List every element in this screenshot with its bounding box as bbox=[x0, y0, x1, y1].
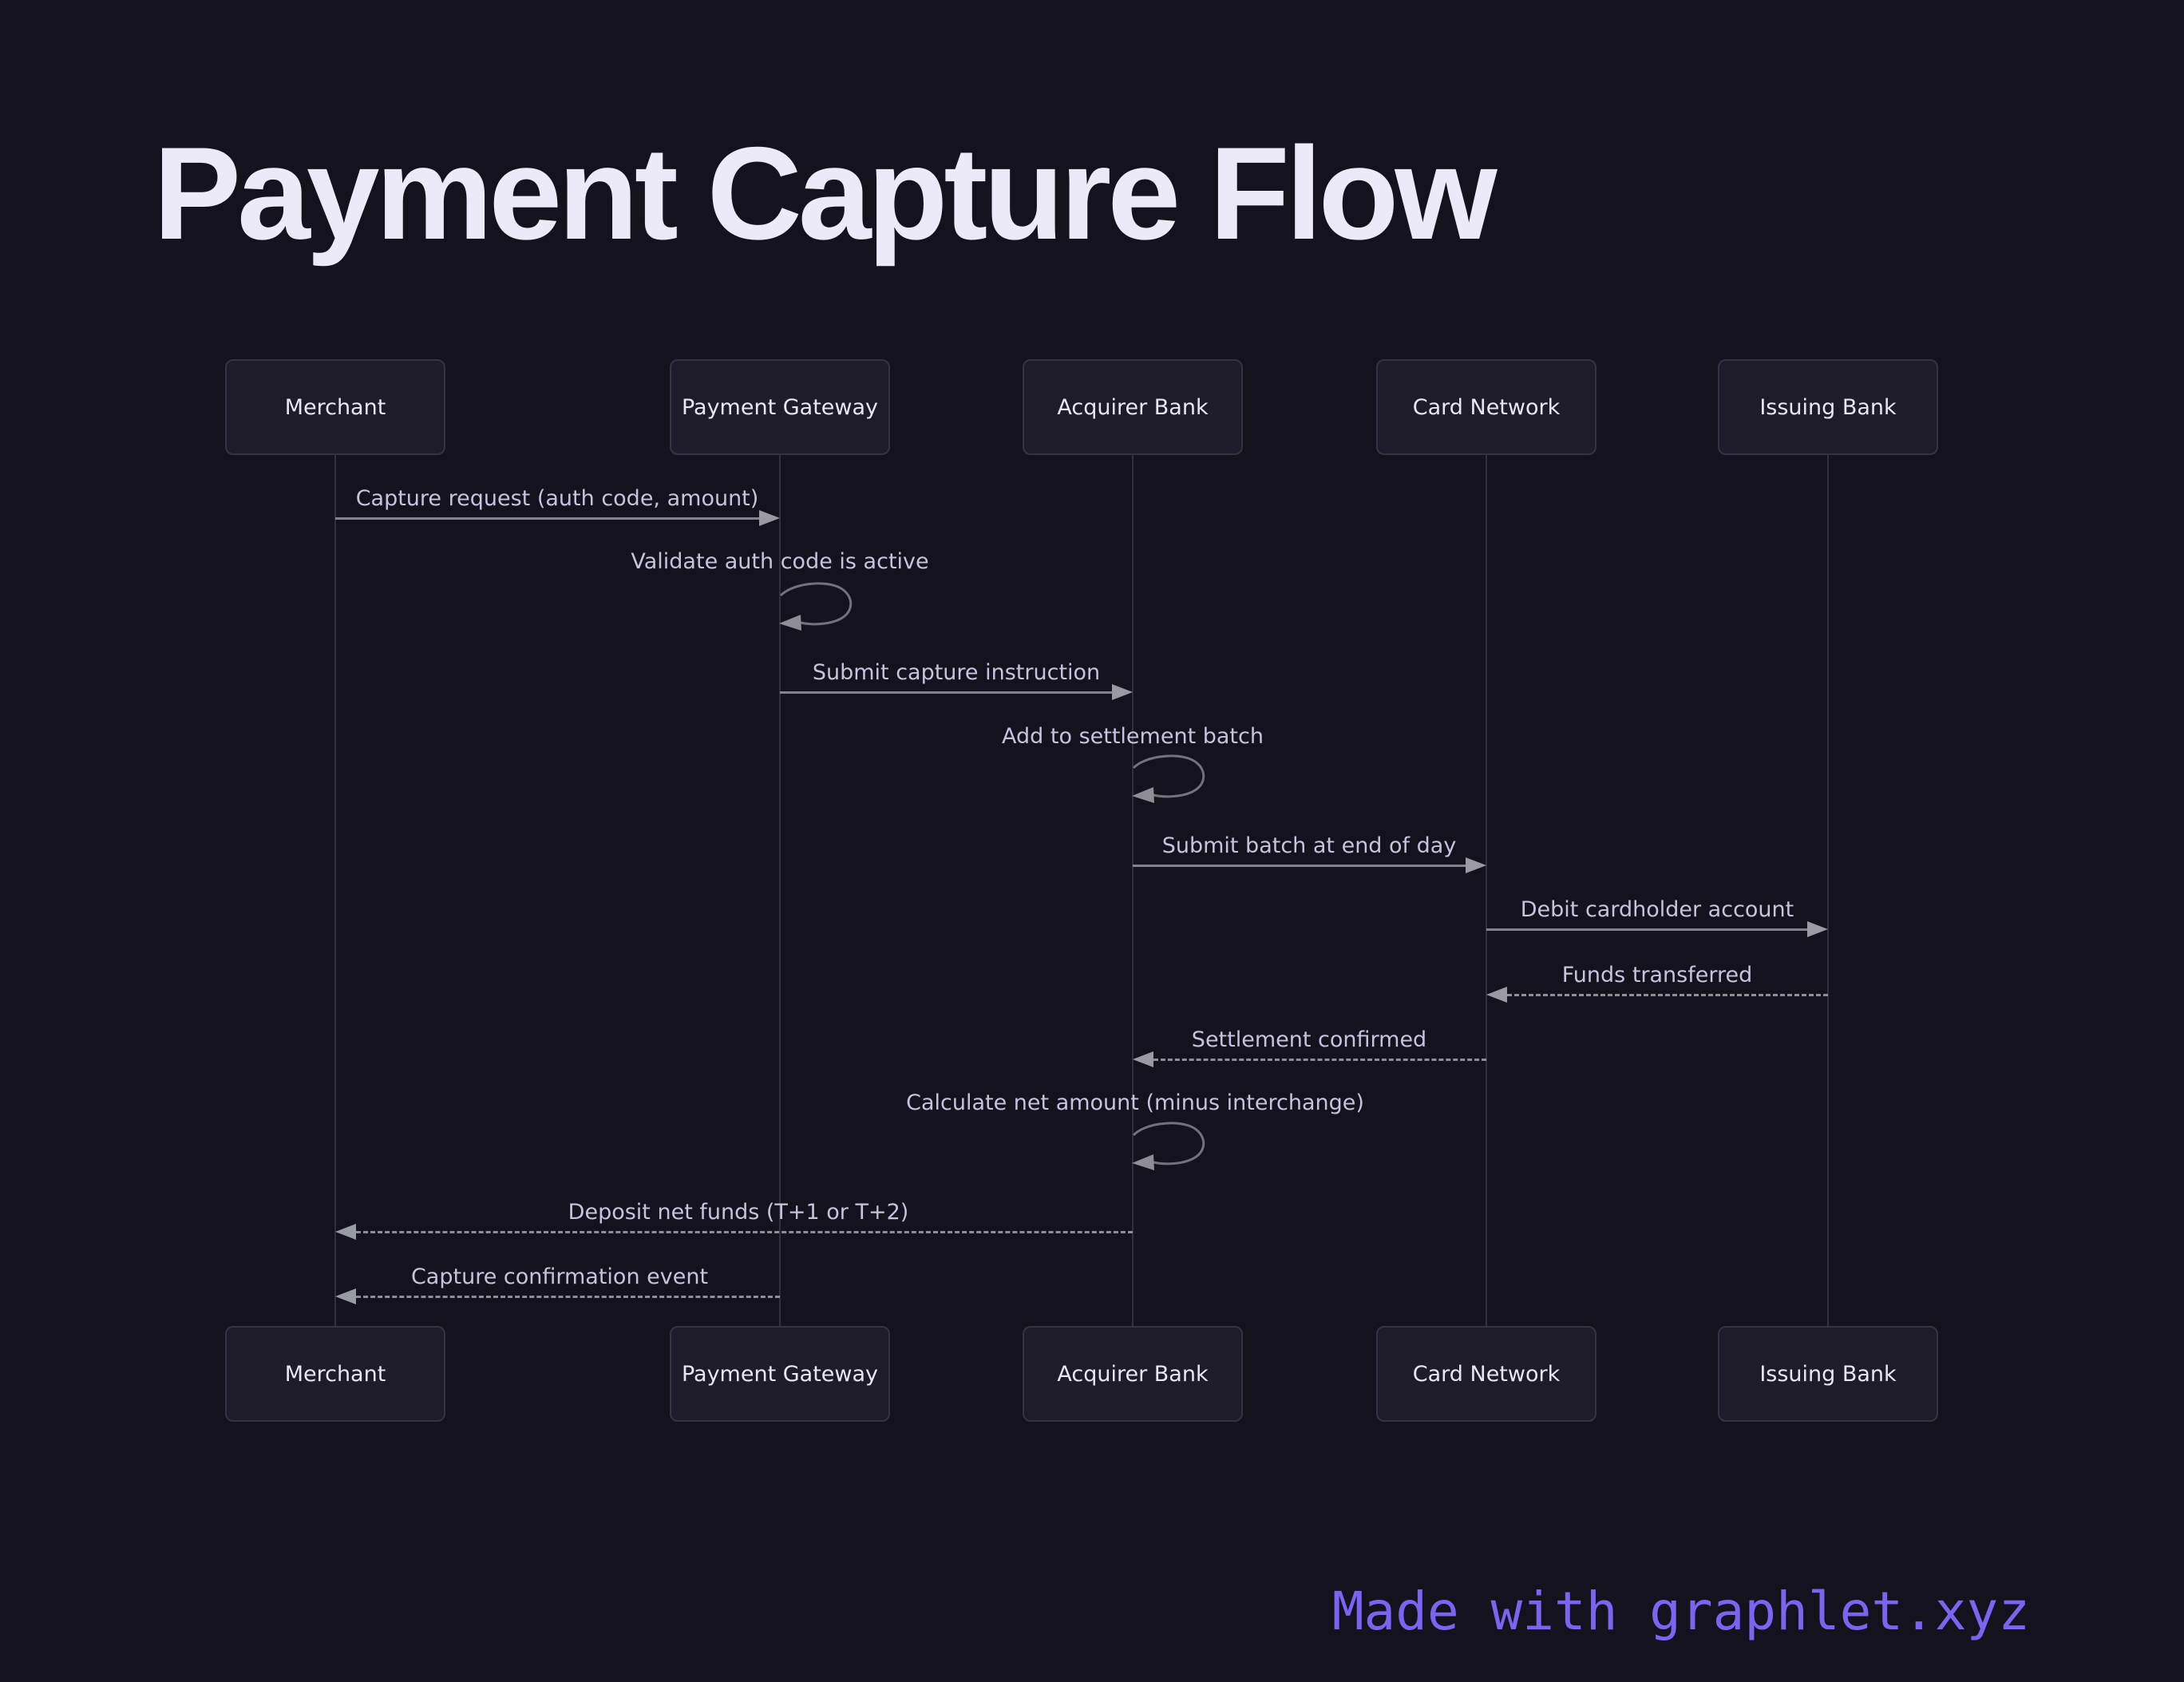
actor-label: Payment Gateway bbox=[681, 394, 879, 420]
actor-label: Issuing Bank bbox=[1759, 1361, 1897, 1387]
arrowhead-left-icon bbox=[1133, 1051, 1153, 1067]
lifeline-issuing-bank bbox=[1827, 455, 1829, 1326]
message-label-capture-confirmation: Capture confirmation event bbox=[410, 1264, 709, 1289]
message-label-validate-auth: Validate auth code is active bbox=[631, 549, 929, 574]
message-label-capture-request: Capture request (auth code, amount) bbox=[355, 486, 759, 511]
message-line bbox=[780, 691, 1112, 694]
arrowhead-left-icon bbox=[335, 1224, 356, 1240]
actor-label: Acquirer Bank bbox=[1057, 394, 1209, 420]
actor-label: Merchant bbox=[284, 1361, 386, 1387]
actor-box-acquirer-bank-top: Acquirer Bank bbox=[1023, 359, 1243, 455]
message-line bbox=[335, 517, 761, 520]
message-line bbox=[1133, 865, 1466, 867]
actor-label: Merchant bbox=[284, 394, 386, 420]
actor-label: Payment Gateway bbox=[681, 1361, 879, 1387]
arrowhead-left-icon bbox=[335, 1288, 356, 1304]
message-line bbox=[1486, 928, 1807, 931]
footer-credit: Made with graphlet.xyz bbox=[1331, 1581, 2030, 1642]
message-label-calculate-net-amount: Calculate net amount (minus interchange) bbox=[906, 1090, 1364, 1115]
actor-label: Card Network bbox=[1412, 1361, 1561, 1387]
message-label-funds-transferred: Funds transferred bbox=[1561, 963, 1753, 987]
message-label-debit-cardholder: Debit cardholder account bbox=[1520, 897, 1794, 922]
actor-label: Issuing Bank bbox=[1759, 394, 1897, 420]
actor-box-issuing-bank-top: Issuing Bank bbox=[1718, 359, 1938, 455]
self-loop-arrow-icon bbox=[779, 582, 853, 631]
arrowhead-right-icon bbox=[1807, 921, 1828, 937]
actor-label: Card Network bbox=[1412, 394, 1561, 420]
message-label-settlement-confirmed: Settlement confirmed bbox=[1191, 1027, 1427, 1052]
actor-box-acquirer-bank-bottom: Acquirer Bank bbox=[1023, 1326, 1243, 1422]
arrowhead-left-icon bbox=[1486, 987, 1507, 1003]
lifeline-acquirer-bank bbox=[1132, 455, 1134, 1326]
message-line-dashed bbox=[1153, 1059, 1486, 1061]
actor-label: Acquirer Bank bbox=[1057, 1361, 1209, 1387]
message-line-dashed bbox=[356, 1231, 1133, 1233]
message-line-dashed bbox=[1507, 994, 1828, 996]
message-label-deposit-net-funds: Deposit net funds (T+1 or T+2) bbox=[568, 1200, 909, 1225]
actor-box-payment-gateway-top: Payment Gateway bbox=[670, 359, 890, 455]
page-title: Payment Capture Flow bbox=[153, 120, 1498, 267]
actor-box-merchant-bottom: Merchant bbox=[225, 1326, 445, 1422]
message-label-add-settlement-batch: Add to settlement batch bbox=[1002, 724, 1264, 749]
actor-box-payment-gateway-bottom: Payment Gateway bbox=[670, 1326, 890, 1422]
actor-box-issuing-bank-bottom: Issuing Bank bbox=[1718, 1326, 1938, 1422]
actor-box-merchant-top: Merchant bbox=[225, 359, 445, 455]
arrowhead-right-icon bbox=[1112, 684, 1133, 700]
arrowhead-right-icon bbox=[759, 510, 780, 526]
actor-box-card-network-bottom: Card Network bbox=[1376, 1326, 1596, 1422]
lifeline-merchant bbox=[334, 455, 336, 1326]
lifeline-card-network bbox=[1486, 455, 1487, 1326]
arrowhead-right-icon bbox=[1466, 857, 1486, 873]
message-line-dashed bbox=[356, 1296, 780, 1298]
lifeline-payment-gateway bbox=[779, 455, 781, 1326]
message-label-submit-capture: Submit capture instruction bbox=[812, 660, 1101, 685]
actor-box-card-network-top: Card Network bbox=[1376, 359, 1596, 455]
self-loop-arrow-icon bbox=[1132, 754, 1205, 803]
self-loop-arrow-icon bbox=[1132, 1122, 1205, 1170]
message-label-submit-batch: Submit batch at end of day bbox=[1161, 833, 1457, 858]
